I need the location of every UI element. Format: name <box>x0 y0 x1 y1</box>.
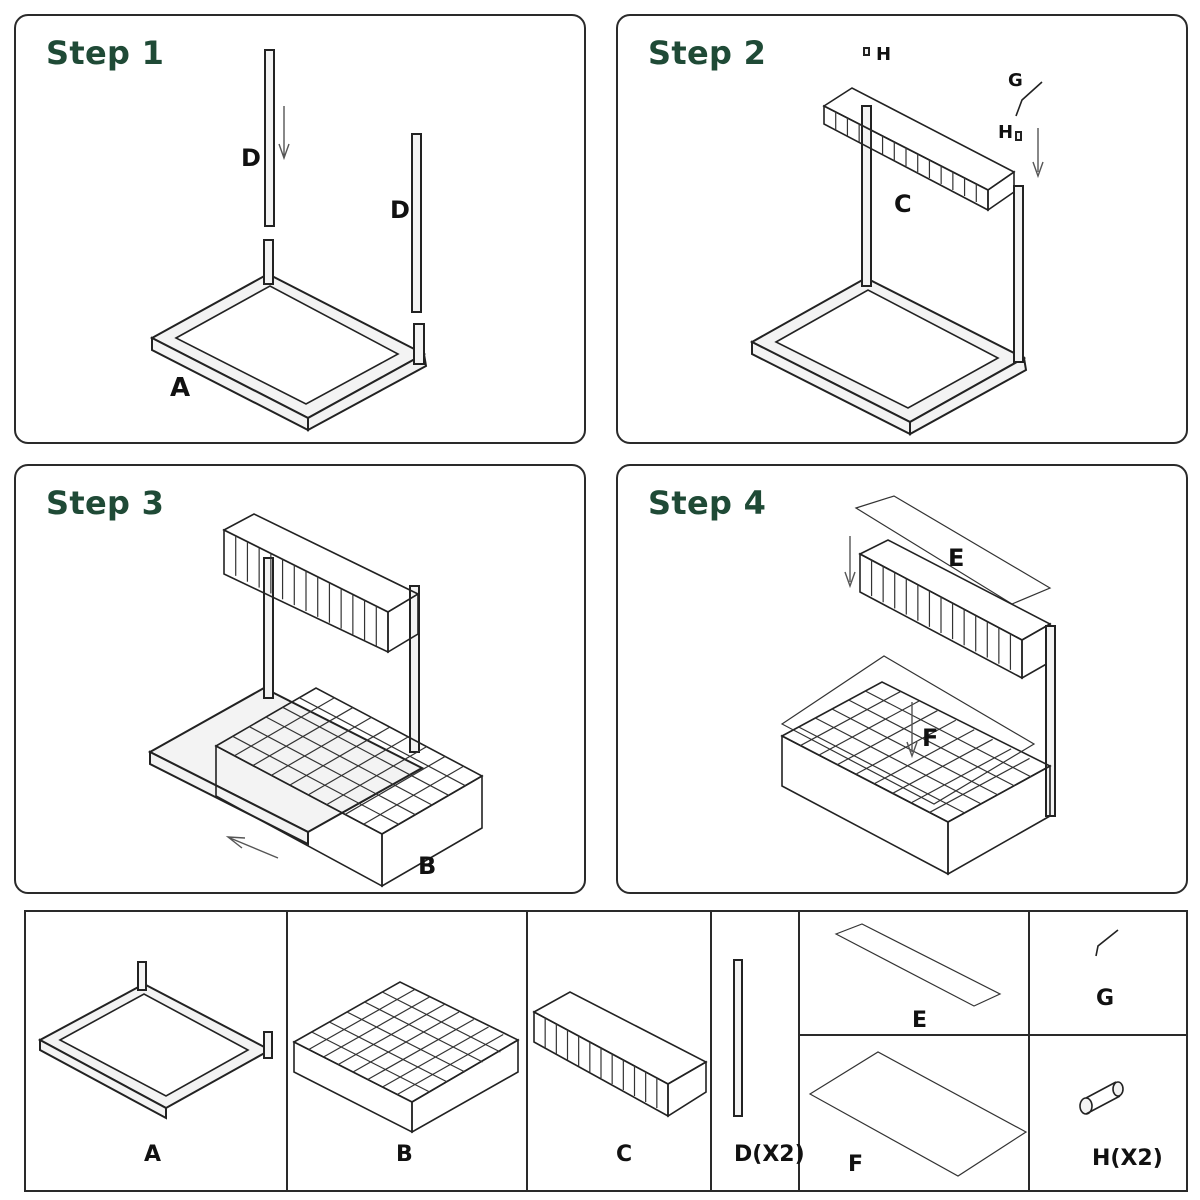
part-g: G <box>1030 912 1188 1034</box>
part-f-label: F <box>848 1152 864 1177</box>
label-screw-right: H <box>998 122 1013 143</box>
grid-wire <box>232 735 399 825</box>
label-frame: A <box>170 373 190 403</box>
grid-wire <box>311 1031 430 1093</box>
step-1-panel: Step 1 D D A <box>14 14 586 444</box>
label-board-bottom: F <box>922 724 938 752</box>
basket-c-icon <box>532 991 708 1118</box>
rod-d-left <box>264 49 275 227</box>
step-2-illustration: H G H C <box>749 44 1044 436</box>
grid-wire <box>364 1001 483 1063</box>
pull-arrow <box>225 836 279 859</box>
parts-list: A B C D(X2) E <box>24 910 1188 1192</box>
part-b: B <box>288 912 526 1192</box>
part-a-label: A <box>144 1142 162 1167</box>
label-rod-left: D <box>241 144 261 172</box>
part-h: H(X2) <box>1030 1036 1188 1192</box>
grid-wire <box>798 726 965 814</box>
divider <box>798 1034 1188 1036</box>
step-3-panel: Step 3 B <box>14 464 586 894</box>
step-4-title: Step 4 <box>648 484 767 522</box>
label-screw-top: H <box>876 44 891 65</box>
label-rod-right: D <box>390 196 410 224</box>
part-f: F <box>800 1036 1028 1192</box>
hook-g-icon <box>1095 929 1119 957</box>
part-b-label: B <box>396 1142 413 1167</box>
part-d-label: D(X2) <box>734 1142 805 1167</box>
down-arrow <box>1032 128 1044 179</box>
frame-a-drawing <box>147 557 425 846</box>
label-board-top: E <box>948 544 964 572</box>
label-basket: C <box>894 190 912 218</box>
frame-a-icon <box>37 961 273 1120</box>
screw-h-icon <box>1079 1081 1124 1115</box>
rod-d-icon <box>733 959 743 1117</box>
step-1-illustration: D D A <box>149 49 428 432</box>
divider <box>526 912 528 1190</box>
grid-wire <box>265 716 433 806</box>
grid-wire <box>346 1011 466 1073</box>
part-e-label: E <box>912 1008 928 1033</box>
part-a: A <box>26 912 286 1192</box>
step-3-illustration: B <box>147 513 484 888</box>
divider <box>286 912 288 1190</box>
part-d: D(X2) <box>712 912 805 1192</box>
drawer-b-drawing <box>780 681 1052 876</box>
part-c: C <box>528 912 710 1192</box>
divider <box>710 912 712 1190</box>
step-1-title: Step 1 <box>46 34 165 72</box>
part-c-label: C <box>616 1142 633 1167</box>
step-2-title: Step 2 <box>648 34 767 72</box>
label-drawer: B <box>418 852 436 880</box>
basket-c-drawing <box>822 87 1016 212</box>
screw-h-top <box>863 47 870 56</box>
board-f-icon <box>808 1051 1028 1177</box>
frame-a-drawing <box>149 239 428 432</box>
rod-d-right <box>411 133 422 313</box>
hook-g <box>1015 81 1043 117</box>
board-e-icon <box>834 923 1002 1007</box>
grid-wire <box>382 991 501 1053</box>
divider <box>1028 912 1030 1190</box>
part-e: E <box>800 912 1028 1034</box>
step-2-panel: Step 2 H G H C <box>616 14 1188 444</box>
grid-wire <box>329 1021 448 1083</box>
grid-wire <box>282 706 449 796</box>
down-arrow <box>906 702 918 759</box>
down-arrow <box>844 536 856 589</box>
step-4-illustration: E F <box>780 495 1056 876</box>
screw-h-right <box>1015 131 1022 141</box>
frame-a-drawing <box>749 105 1028 436</box>
part-h-label: H(X2) <box>1092 1146 1163 1171</box>
down-arrow <box>278 106 290 161</box>
step-4-panel: Step 4 E F <box>616 464 1188 894</box>
board-e <box>854 495 1052 605</box>
drawer-b-drawing <box>214 687 484 888</box>
grid-wire <box>249 726 416 816</box>
grid-wire <box>865 690 1032 778</box>
drawer-b-icon <box>292 981 520 1134</box>
grid-wire <box>815 717 982 805</box>
board-f <box>780 655 1036 805</box>
grid-wire <box>299 697 466 787</box>
basket-c-drawing <box>222 513 420 654</box>
part-g-label: G <box>1096 986 1115 1011</box>
step-3-title: Step 3 <box>46 484 165 522</box>
grid-wire <box>831 708 999 796</box>
divider <box>798 912 800 1190</box>
label-hook: G <box>1008 70 1023 91</box>
